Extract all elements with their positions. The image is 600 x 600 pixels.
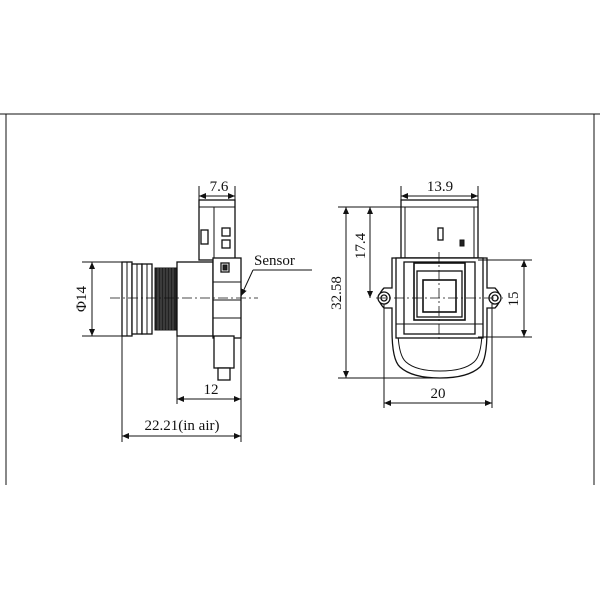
side-view: Φ14 7.6 Sensor 12 22.21(in air) — [74, 179, 312, 442]
front-view: 13.9 32.58 17.4 15 20 — [329, 179, 532, 408]
dim-sensor-offset: 12 — [176, 336, 242, 442]
dim-front-top-width: 13.9 — [400, 179, 479, 200]
side-connector — [198, 199, 236, 261]
dim-front-total-height-label: 32.58 — [329, 276, 345, 310]
sensor-callout: Sensor — [240, 253, 312, 297]
dim-front-top-width-label: 13.9 — [427, 179, 453, 195]
front-sensor-window — [413, 262, 466, 321]
dim-sensor-offset-label: 12 — [204, 382, 219, 398]
lens-barrel — [121, 261, 178, 337]
sensor-label: Sensor — [254, 253, 295, 269]
dim-front-inner-height-label: 17.4 — [353, 232, 369, 259]
dim-diameter-label: Φ14 — [74, 286, 90, 312]
dim-front-width: 20 — [383, 304, 493, 408]
dim-total-length: 22.21(in air) — [121, 336, 241, 442]
dim-side-top-width-label: 7.6 — [210, 179, 229, 195]
dim-front-total-height: 32.58 — [329, 206, 440, 379]
dim-diameter: Φ14 — [74, 261, 122, 337]
dim-front-width-label: 20 — [431, 386, 446, 402]
dim-side-top-width: 7.6 — [198, 179, 236, 200]
dim-mount-hole-spacing: 15 — [478, 259, 532, 338]
side-bottom-pin — [213, 335, 235, 381]
dim-front-inner-height: 17.4 — [353, 207, 373, 298]
front-connector — [400, 199, 479, 259]
dim-mount-hole-spacing-label: 15 — [506, 292, 522, 307]
dim-total-length-label: 22.21(in air) — [145, 418, 220, 434]
drawing-frame — [0, 113, 600, 485]
